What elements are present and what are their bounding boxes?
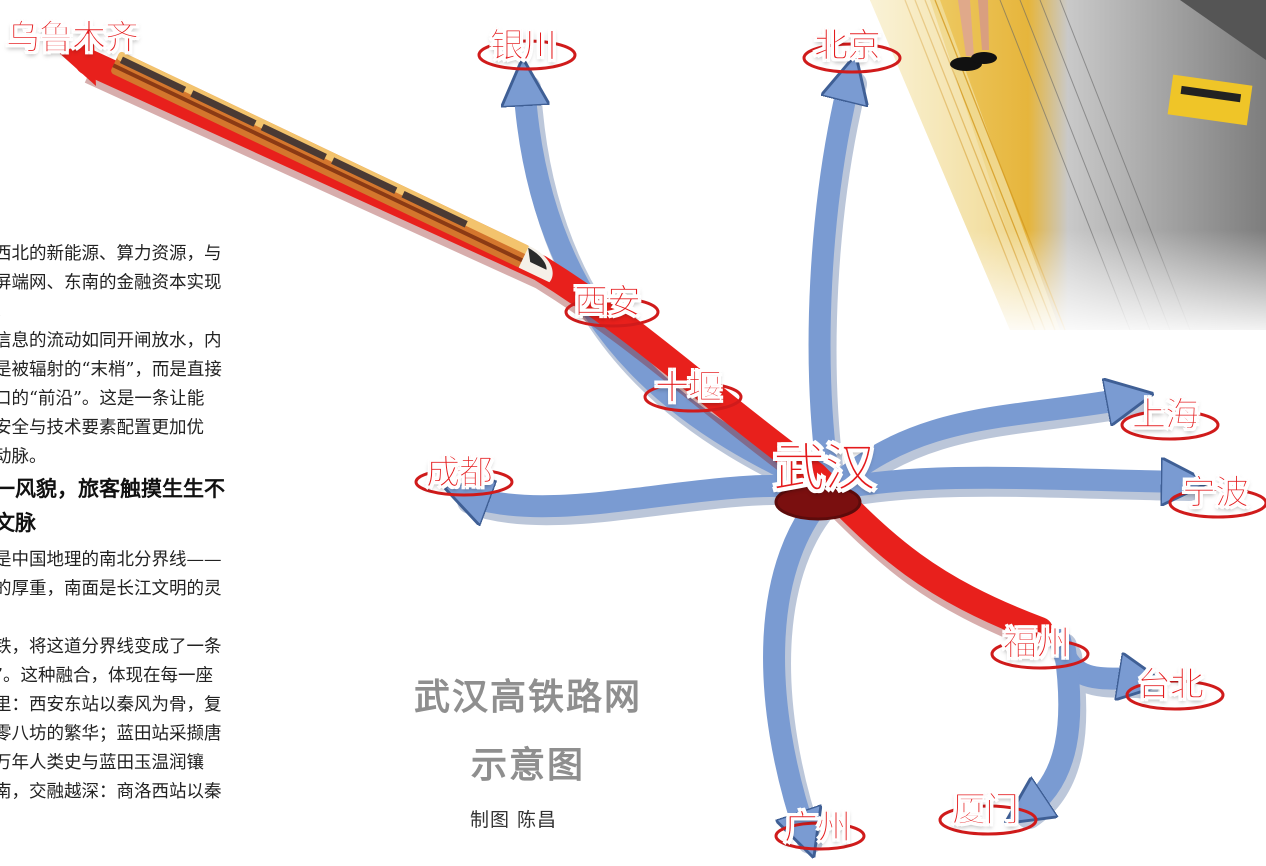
route-to-guangzhou [763,479,841,835]
article-line: 是中国地理的南北分界线—— [0,550,222,570]
article-line: 里：西安东站以秦风为骨，复 [0,695,222,715]
route-to-ningbo [819,478,1185,490]
article-line: 的厚重，南面是长江文明的灵 [0,579,222,599]
diagram-title-line2: 示意图 [470,744,585,786]
city-label-xiamen: 厦门 [952,790,1020,831]
article-line: ”。这种融合，体现在每一座 [0,666,213,686]
diagram-credit: 制图 陈昌 [470,809,558,831]
article-line: 信息的流动如同开闸放水，内 [0,331,222,351]
article-line: 是被辐射的“末梢”，而是直接 [0,360,222,380]
article-line: 口的“前沿”。这是一条让能 [0,389,205,409]
city-label-fuzhou: 福州 [1003,624,1071,665]
city-label-ningbo: 宁波 [1182,473,1250,514]
city-label-shanghai: 上海 [1132,395,1200,436]
article-line: 西北的新能源、算力资源，与 [0,244,222,264]
route-urumqi-fuzhou [75,49,1053,643]
article-line: 万年人类史与蓝田玉温润镶 [0,753,204,773]
article-subheading: 一风貌，旅客触摸生生不 [0,477,225,501]
city-label-taibei: 台北 [1137,665,1205,706]
route-to-beijing [808,78,850,501]
route-to-yinchuan [524,82,841,501]
city-label-shiyan: 十堰 [655,368,723,409]
article-line: 铁，将这道分界线变成了一条 [0,637,222,657]
city-label-chengdu: 成都 [426,453,494,494]
platform-photo [860,0,1266,340]
route-to-shanghai [819,398,1130,501]
city-label-guangzhou: 广州 [784,808,852,849]
diagram-title-line1: 武汉高铁路网 [413,676,642,718]
article-line: 屏端网、东南的金融资本实现 [0,273,222,293]
city-label-urumqi: 乌鲁木齐 [6,18,140,59]
article-line: 动脉。 [0,447,47,467]
article-line: 安全与技术要素配置更加优 [0,418,204,438]
route-to-xiamen [1025,639,1081,810]
city-markers [414,39,1266,851]
article-line: 。 [0,298,300,327]
article-text: 西北的新能源、算力资源，与 屏端网、东南的金融资本实现 。 信息的流动如同开闸放… [0,240,300,807]
route-to-chengdu [466,474,841,506]
article-subheading: 文脉 [0,511,36,535]
city-label-yinchuan: 银川 [490,26,558,67]
city-label-xian: 西安 [574,282,642,323]
city-label-beijing: 北京 [814,26,882,67]
route-branches [466,78,1189,841]
city-label-wuhan: 武汉 [773,439,877,500]
high-speed-train [111,51,553,283]
article-line: 南，交融越深：商洛西站以秦 [0,782,222,802]
route-main-line [58,42,1053,652]
article-line: 零八坊的繁华；蓝田站采撷唐 [0,724,222,744]
article-line [0,604,300,633]
arrow-to-urumqi [58,42,96,86]
